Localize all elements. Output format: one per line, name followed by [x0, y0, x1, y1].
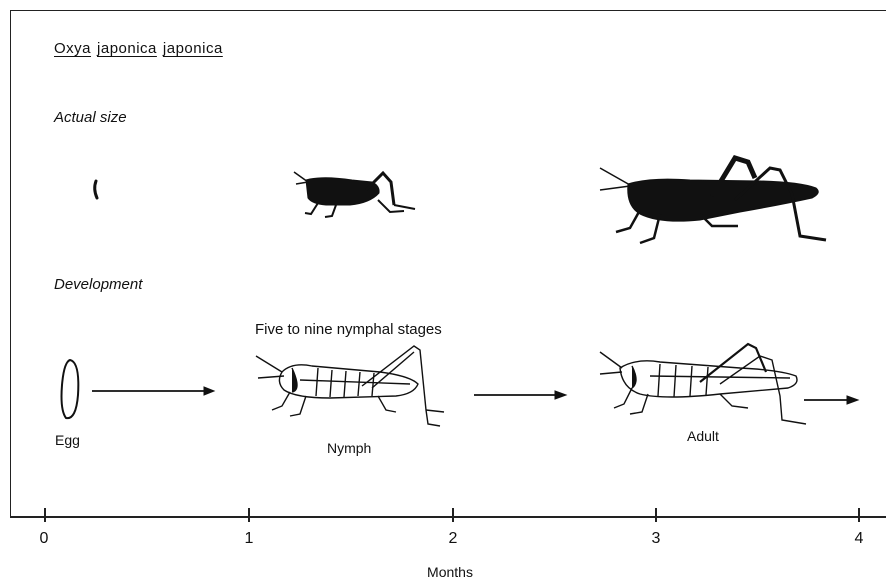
axis-tick-label-4: 4 — [855, 530, 864, 548]
axis-tick-0 — [44, 508, 46, 522]
axis-tick-label-1: 1 — [245, 530, 254, 548]
arrow-adult-onward — [804, 396, 858, 404]
development-egg-icon — [62, 360, 79, 418]
actual-adult-icon — [600, 158, 826, 243]
arrow-egg-to-nymph — [92, 387, 214, 395]
development-nymph-icon — [256, 346, 444, 426]
axis-tick-4 — [858, 508, 860, 522]
axis-tick-2 — [452, 508, 454, 522]
axis-tick-label-3: 3 — [652, 530, 661, 548]
arrow-nymph-to-adult — [474, 391, 566, 399]
development-adult-icon — [600, 344, 806, 424]
axis-tick-label-0: 0 — [40, 530, 49, 548]
actual-nymph-icon — [294, 172, 415, 217]
actual-egg-icon — [95, 181, 97, 198]
axis-tick-label-2: 2 — [449, 530, 458, 548]
axis-title: Months — [427, 564, 473, 580]
axis-tick-1 — [248, 508, 250, 522]
axis-tick-3 — [655, 508, 657, 522]
